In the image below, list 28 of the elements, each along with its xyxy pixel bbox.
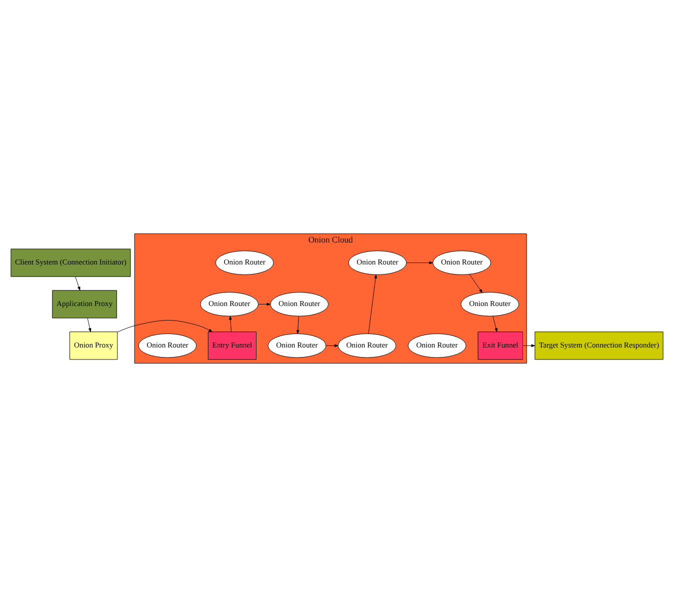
arrow bbox=[75, 276, 80, 290]
node-ellipse: Onion Router bbox=[215, 250, 274, 274]
arrow bbox=[406, 260, 433, 264]
arrow bbox=[469, 274, 482, 292]
arrow bbox=[258, 302, 271, 306]
arrow bbox=[296, 315, 300, 334]
node-ellipse: Onion Router bbox=[200, 292, 259, 316]
node-ellipse: Onion Router bbox=[270, 292, 329, 316]
node-box: Client System (Connection Initiator) bbox=[10, 248, 131, 276]
arrow bbox=[117, 320, 213, 332]
node-ellipse: Onion Router bbox=[348, 250, 407, 274]
arrow bbox=[228, 315, 232, 332]
node-ellipse: Onion Router bbox=[432, 250, 491, 274]
node-box: Application Proxy bbox=[52, 290, 117, 318]
arrow bbox=[368, 274, 377, 334]
node-ellipse: Onion Router bbox=[138, 333, 197, 358]
node-box: Exit Funnel bbox=[478, 331, 524, 360]
arrow bbox=[492, 315, 498, 332]
arrow bbox=[326, 344, 338, 347]
node-ellipse: Onion Router bbox=[408, 333, 466, 358]
node-box: Onion Proxy bbox=[70, 331, 118, 360]
node-ellipse: Onion Router bbox=[268, 333, 326, 358]
node-ellipse: Onion Router bbox=[338, 333, 396, 358]
node-box: Entry Funnel bbox=[208, 331, 256, 360]
arrow bbox=[522, 344, 536, 347]
node-box: Target System (Connection Responder) bbox=[534, 331, 664, 360]
arrow bbox=[87, 317, 92, 332]
node-ellipse: Onion Router bbox=[460, 292, 520, 316]
